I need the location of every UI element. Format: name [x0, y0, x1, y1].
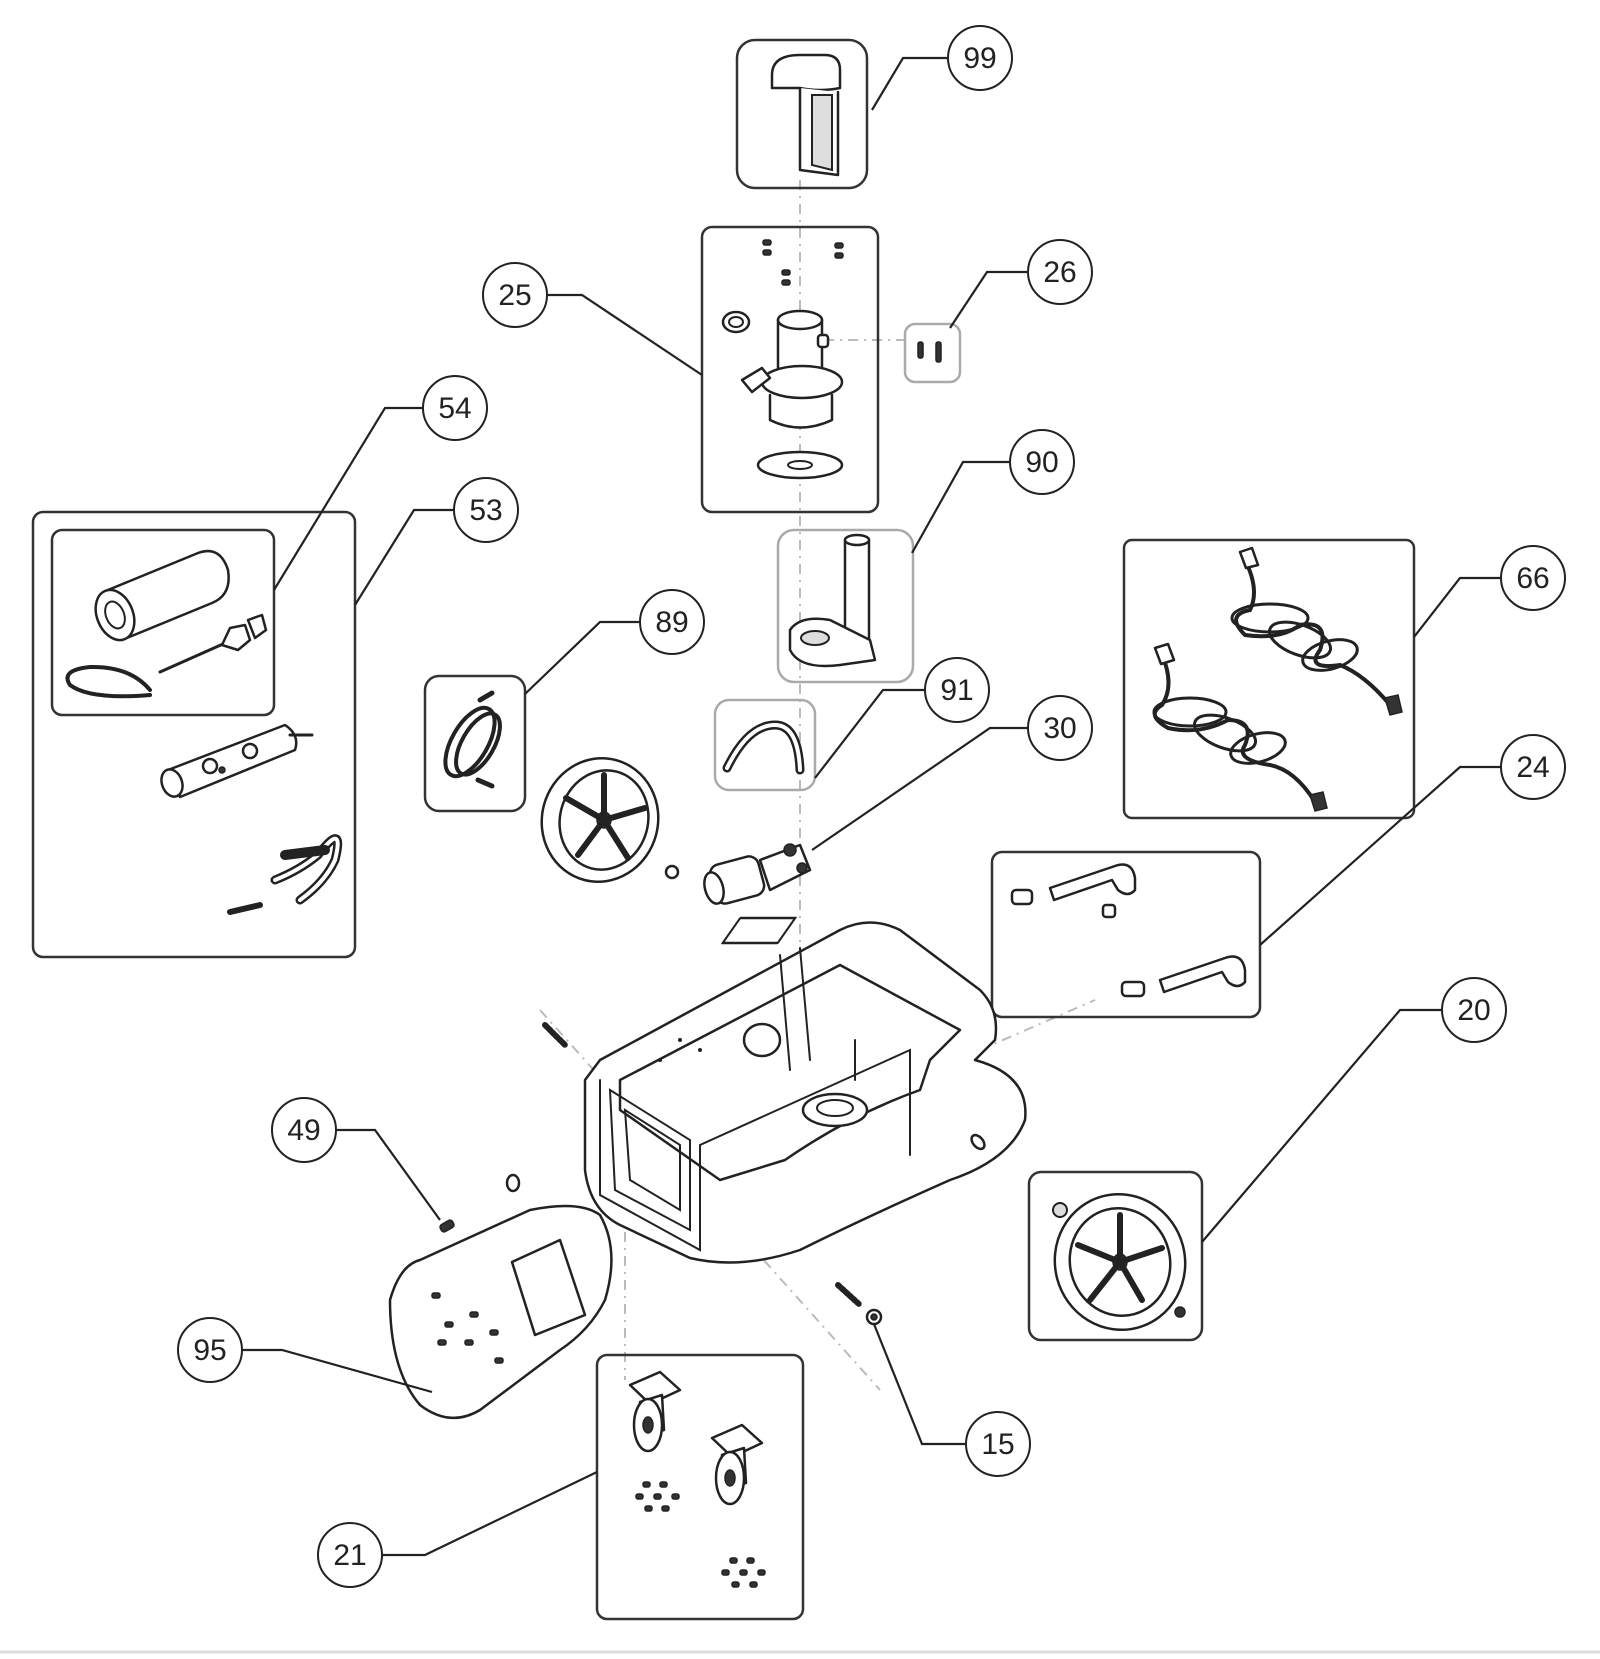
svg-text:54: 54 — [438, 392, 471, 425]
callout-66: 66 — [1500, 545, 1566, 611]
part-20-right-wheel — [1027, 1170, 1204, 1342]
svg-text:24: 24 — [1516, 751, 1549, 784]
part-53-54-kit — [31, 510, 357, 959]
svg-text:90: 90 — [1025, 446, 1058, 479]
svg-text:89: 89 — [655, 606, 688, 639]
svg-text:91: 91 — [940, 674, 973, 707]
svg-text:66: 66 — [1516, 562, 1549, 595]
callout-54: 54 — [422, 375, 488, 441]
svg-text:30: 30 — [1043, 712, 1076, 745]
callout-90: 90 — [1009, 429, 1075, 495]
part-21-casters — [595, 1353, 805, 1621]
callout-89: 89 — [639, 589, 705, 655]
main-body-housing — [583, 921, 1027, 1264]
callout-95: 95 — [177, 1317, 243, 1383]
callout-26: 26 — [1027, 239, 1093, 305]
part-66-power-cords — [1122, 538, 1416, 820]
svg-text:26: 26 — [1043, 256, 1076, 289]
axle-bolts — [542, 1022, 883, 1326]
callout-21: 21 — [317, 1522, 383, 1588]
svg-text:15: 15 — [981, 1428, 1014, 1461]
svg-text:53: 53 — [469, 494, 502, 527]
part-24-fittings — [990, 850, 1262, 1019]
part-99-handle — [735, 38, 869, 190]
part-90-standpipe — [776, 528, 915, 684]
svg-text:99: 99 — [963, 42, 996, 75]
callout-53: 53 — [453, 477, 519, 543]
callout-30: 30 — [1027, 695, 1093, 761]
svg-text:21: 21 — [333, 1539, 366, 1572]
part-30-pump — [703, 843, 812, 945]
left-wheel — [540, 757, 680, 883]
callout-25: 25 — [482, 262, 548, 328]
svg-text:95: 95 — [193, 1334, 226, 1367]
callout-20: 20 — [1441, 977, 1507, 1043]
part-26-power-outlet — [903, 322, 962, 384]
callout-24: 24 — [1500, 734, 1566, 800]
svg-text:25: 25 — [498, 279, 531, 312]
svg-text:49: 49 — [287, 1114, 320, 1147]
part-89-coiled-hose — [423, 674, 527, 813]
svg-text:20: 20 — [1457, 994, 1490, 1027]
leader-lines — [241, 56, 1501, 1557]
callout-15: 15 — [965, 1411, 1031, 1477]
callout-91: 91 — [924, 657, 990, 723]
part-25-vacuum-motor — [700, 225, 880, 514]
callout-49: 49 — [271, 1097, 337, 1163]
callout-99: 99 — [947, 25, 1013, 91]
part-95-panel — [388, 1173, 613, 1420]
part-91-hose — [713, 698, 817, 792]
